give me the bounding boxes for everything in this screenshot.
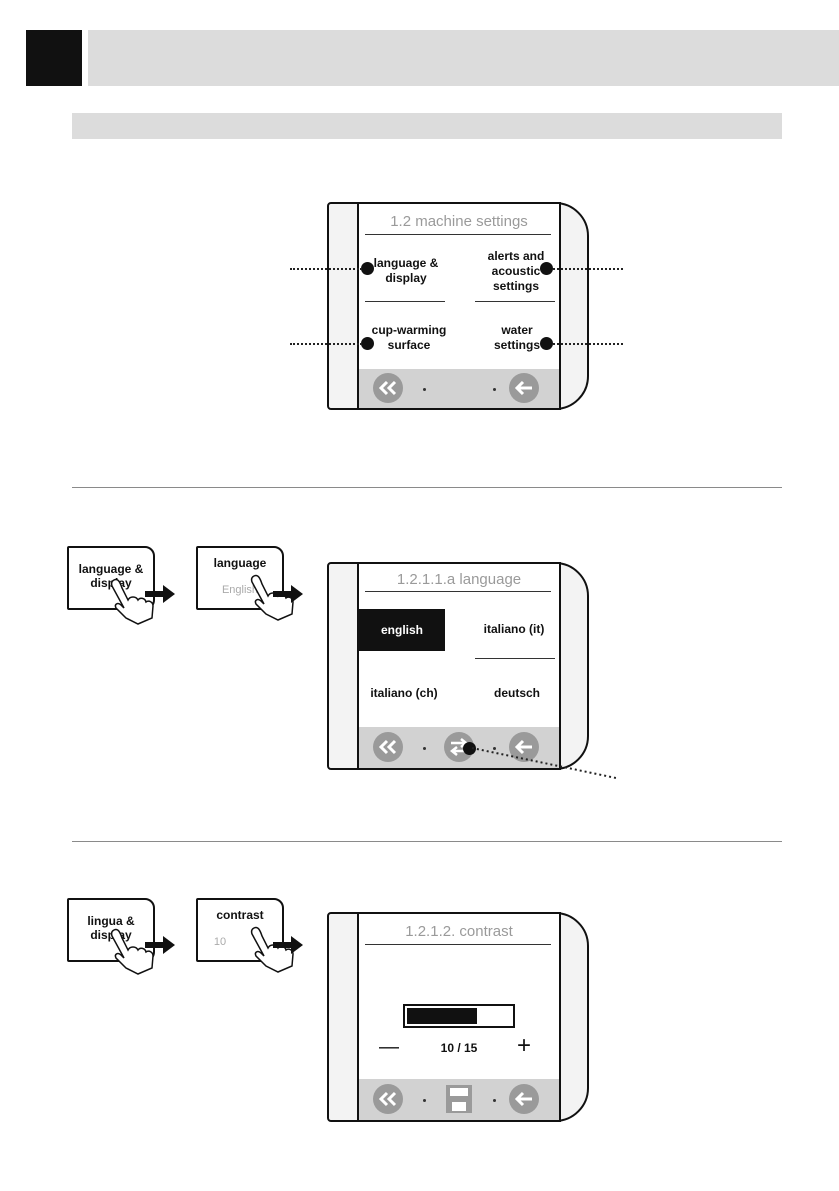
contrast-level-fill [407,1008,477,1024]
hand-pointer-icon [110,928,154,975]
callout-line [290,343,362,345]
callout-dot [463,742,476,755]
header-black-tab [26,30,82,86]
save-icon[interactable] [445,1084,473,1119]
callout-line [471,747,617,779]
screen-title: 1.2.1.2. contrast [405,923,513,940]
option-deutsch[interactable]: deutsch [493,686,540,700]
header-bar [88,30,839,86]
nav-separator [493,1099,496,1102]
hand-pointer-icon [250,926,294,973]
callout-dot [540,337,553,350]
device-panel-language: 1.2.1.1.a language english italiano (it)… [327,562,589,770]
back-arrow-icon[interactable] [509,373,539,403]
callout-line [290,268,362,270]
hand-pointer-icon [250,574,294,621]
callout-dot [540,262,553,275]
contrast-value: 10 / 15 [440,1041,478,1055]
row-divider-left [365,301,445,302]
screen-title: 1.2 machine settings [390,213,528,230]
screen-title: 1.2.1.1.a language [396,571,522,588]
section-divider [72,487,782,488]
callout-dot [361,262,374,275]
double-chevron-left-icon[interactable] [373,1084,403,1114]
mini-title: contrast [216,908,264,922]
title-divider [365,591,551,592]
arrow-right-icon [273,936,303,954]
mini-subtitle: English [221,584,259,596]
section-bar [72,113,782,139]
nav-bar [359,727,559,768]
option-italiano-it[interactable]: italiano (it) [483,622,545,636]
double-chevron-left-icon[interactable] [373,732,403,762]
double-chevron-left-icon[interactable] [373,373,403,403]
screen: 1.2.1.1.a language english italiano (it)… [357,562,561,770]
decrease-button[interactable]: — [379,1036,399,1058]
increase-button[interactable]: + [517,1032,532,1059]
menu-item-water-settings[interactable]: water settings [493,323,540,352]
mini-title: language [213,556,267,570]
menu-item-language-display[interactable]: language & display [373,256,439,285]
title-divider [365,944,551,945]
contrast-level-bar [403,1004,515,1028]
nav-bar [359,1079,559,1120]
row-divider-right [475,658,555,659]
callout-dot [361,337,374,350]
option-english[interactable]: english [359,609,445,651]
device-panel-machine-settings: 1.2 machine settings language & display … [327,202,589,410]
arrow-right-icon [145,936,175,954]
mini-subtitle: 10 [213,936,227,948]
nav-bar [359,369,559,408]
back-arrow-icon[interactable] [509,732,539,762]
row-divider-right [475,301,555,302]
screen: 1.2.1.2. contrast — 10 / 15 + [357,912,561,1122]
screen: 1.2 machine settings language & display … [357,202,561,410]
option-italiano-ch[interactable]: italiano (ch) [370,686,438,700]
nav-separator [493,747,496,750]
section-divider [72,841,782,842]
callout-line [553,343,623,345]
device-panel-contrast: 1.2.1.2. contrast — 10 / 15 + [327,912,589,1122]
back-arrow-icon[interactable] [509,1084,539,1114]
callout-line [553,268,623,270]
nav-separator [423,388,426,391]
title-divider [365,234,551,235]
nav-separator [423,1099,426,1102]
hand-pointer-icon [110,578,154,625]
arrow-right-icon [145,585,175,603]
menu-item-alerts-acoustic[interactable]: alerts and acoustic settings [487,249,545,293]
menu-item-cup-warming[interactable]: cup-warming surface [371,323,447,352]
arrow-right-icon [273,585,303,603]
nav-separator [423,747,426,750]
nav-separator [493,388,496,391]
